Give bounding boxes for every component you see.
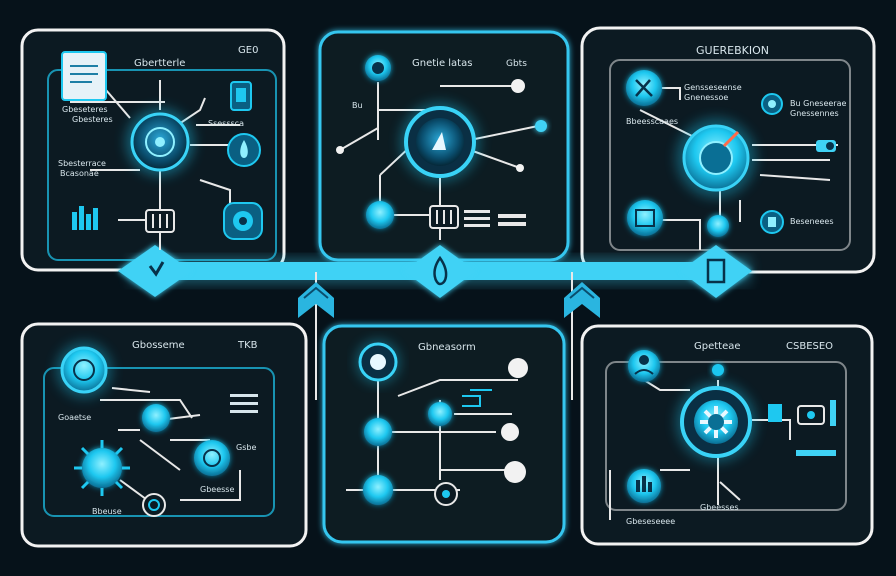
gear-icon[interactable] [676,382,756,462]
bottom-middle-hub[interactable] [356,340,400,384]
bar-chart-icon [72,206,98,230]
bottom-middle-node-bottom[interactable] [363,475,393,505]
toggle-icon [816,140,836,152]
bottom-left-node-bottom[interactable] [142,493,166,517]
node-label: Ssesssca [208,119,244,128]
robot-icon [223,202,263,240]
bottom-right-node-dot[interactable] [712,364,724,376]
panel-title: GUEREBKION [696,44,769,57]
bottom-left-node-mid[interactable] [142,404,170,432]
droplet-icon [227,133,261,167]
node-label: Gbesteres [72,115,113,124]
bottom-right-node-user[interactable] [628,350,660,382]
node-label: Sbesterrace [58,159,106,168]
bottom-left-node-globe[interactable] [56,342,112,398]
adjust-icon [145,209,175,233]
tablet-icon [230,81,252,111]
panel-title: Gbertterle [134,58,185,69]
node-label: Bbeesscaaes [626,117,678,126]
list-icon [230,394,258,413]
top-middle-node-small[interactable] [535,120,547,132]
bus-diamond-middle[interactable] [404,245,476,298]
node-label: Bu Gneseerae [790,99,846,108]
bus-diamond-right[interactable] [680,245,752,298]
link-icon [462,389,492,407]
node-label: Beseneees [790,217,834,226]
top-left-connectors [70,80,240,250]
node-label: Gnenessoe [684,93,728,102]
node-label: Gnessennes [790,109,839,118]
document-icon [61,51,107,101]
panel-corner-label: GE0 [238,45,258,56]
top-middle-node-dot[interactable] [336,146,344,154]
top-right-hub[interactable] [676,118,756,198]
top-middle-hub[interactable] [400,102,480,182]
node-label: Goaetse [58,413,91,422]
panel-corner-label: Gbts [506,59,527,69]
node-label: Bcasonae [60,169,99,178]
panel-title: Gbneasorm [418,342,476,353]
up-arrow-icon [298,282,334,318]
top-middle-node-dot[interactable] [516,164,524,172]
bus-diamond-left[interactable] [118,245,192,297]
top-right-node-small[interactable] [761,93,783,115]
top-right-node-chip[interactable] [760,210,784,234]
bottom-left-virus-node[interactable] [74,440,130,496]
bottom-right-node-chart[interactable] [627,469,661,503]
node-label: Gbeesse [200,485,234,494]
panel-title: Gbosseme [132,340,185,351]
top-middle-node-bottom[interactable] [366,201,394,229]
adjust-icon [429,205,459,229]
panel-corner-label: CSBESEO [786,341,833,352]
bottom-middle-node-left[interactable] [364,418,392,446]
top-right-node-gear[interactable] [626,70,662,106]
top-left-hub[interactable] [126,108,194,176]
node-label: Gensseseense [684,83,742,92]
panel-title: Gpetteae [694,341,741,352]
bottom-middle-node-white[interactable] [508,358,528,378]
bottom-middle-node-white[interactable] [504,461,526,483]
panel-corner-label: TKB [237,340,258,351]
bottom-left-node-right[interactable] [194,440,230,476]
node-label: Gbeesses [700,503,739,512]
node-label: Gbeseseeee [626,517,675,526]
node-label: Bbeuse [92,507,122,516]
bottom-middle-node-white[interactable] [501,423,519,441]
top-right-node-bottom[interactable] [707,215,729,237]
panel-title: Gnetie latas [412,58,472,69]
top-middle-node-white[interactable] [511,79,525,93]
up-arrow-icon [564,282,600,318]
bottom-middle-node-mid[interactable] [428,402,452,426]
node-label: Gsbe [236,443,256,452]
node-label: Bu [352,101,363,110]
top-right-node-window[interactable] [627,200,663,236]
node-label: Gbeseteres [62,105,108,114]
top-middle-node-top[interactable] [365,55,391,81]
monitor-icon [768,400,836,456]
bottom-middle-node-ring[interactable] [434,482,458,506]
settings-bars-icon [464,210,526,227]
